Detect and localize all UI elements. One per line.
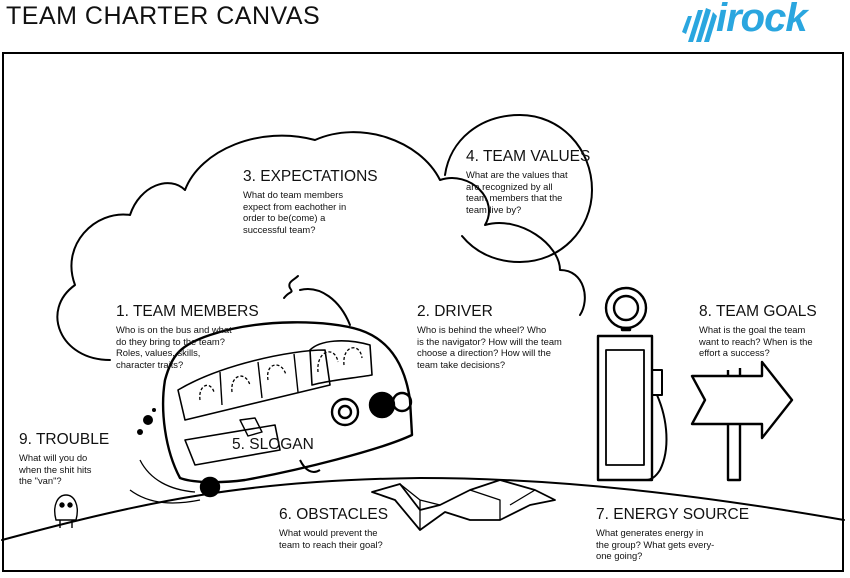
team-values-text: What are the values that are recognized …: [466, 169, 591, 215]
driver-heading: 2. DRIVER: [417, 303, 493, 320]
section-team-values: 4. TEAM VALUES What are the values that …: [466, 148, 591, 215]
section-energy-source: 7. ENERGY SOURCE What generates energy i…: [596, 506, 750, 562]
text-line: What is the goal the team: [699, 324, 806, 335]
text-line: are recognized by all: [466, 180, 553, 192]
section-trouble: 9. TROUBLE What will you do when the shi…: [19, 431, 119, 487]
brand-logo: irock: [680, 0, 846, 46]
team-members-text: Who is on the bus and what do they bring…: [116, 324, 266, 370]
team-goals-text: What is the goal the team want to reach?…: [699, 324, 839, 359]
text-line: character traits?: [116, 358, 184, 370]
section-team-members: 1. TEAM MEMBERS Who is on the bus and wh…: [116, 303, 266, 370]
team-goals-heading: 8. TEAM GOALS: [699, 303, 817, 320]
pothole-illustration: [371, 479, 556, 531]
team-values-heading: 4. TEAM VALUES: [466, 148, 591, 165]
text-line: What are the values that: [466, 169, 568, 180]
energy-source-text: What generates energy in the group? What…: [596, 527, 746, 562]
bus-illustration: [129, 321, 414, 504]
slogan-heading: 5. SLOGAN: [232, 436, 314, 453]
text-line: What generates energy in: [596, 527, 704, 538]
text-line: What do team members: [243, 189, 344, 200]
text-line: What would prevent the: [279, 527, 378, 538]
bus-antenna: [299, 288, 351, 326]
text-line: Who is behind the wheel? Who: [417, 324, 547, 335]
section-obstacles: 6. OBSTACLES What would prevent the team…: [279, 506, 419, 550]
text-line: team to reach their goal?: [279, 538, 383, 550]
text-line: effort a success?: [699, 347, 770, 359]
text-line: when the shit hits: [19, 463, 92, 475]
section-expectations: 3. EXPECTATIONS What do team members exp…: [243, 168, 383, 235]
expectations-text: What do team members expect from eachoth…: [243, 189, 383, 235]
gas-pump-illustration: [596, 286, 668, 482]
dog-icon: [54, 494, 78, 528]
smoke-puff-icon: [137, 408, 156, 435]
brand-wordmark: irock: [716, 0, 808, 40]
team-members-heading: 1. TEAM MEMBERS: [116, 303, 259, 320]
text-line: team take decisions?: [417, 358, 506, 370]
squiggle-icon: [283, 275, 299, 299]
trouble-text: What will you do when the shit hits the …: [19, 452, 119, 487]
expectations-cloud: [56, 131, 586, 361]
text-line: team members that the: [466, 192, 563, 204]
expectations-heading: 3. EXPECTATIONS: [243, 168, 378, 185]
trouble-heading: 9. TROUBLE: [19, 431, 110, 448]
text-line: the group? What gets every-: [596, 538, 715, 550]
section-team-goals: 8. TEAM GOALS What is the goal the team …: [699, 303, 839, 359]
text-line: Who is on the bus and what: [116, 324, 232, 335]
canvas-frame: [2, 52, 844, 572]
text-line: the "van"?: [19, 475, 62, 487]
text-line: want to reach? When is the: [699, 335, 813, 347]
text-line: Roles, values, skills,: [116, 347, 201, 359]
text-line: successful team?: [243, 223, 316, 235]
obstacles-text: What would prevent the team to reach the…: [279, 527, 419, 550]
text-line: What will you do: [19, 452, 88, 463]
text-line: expect from eachother in: [243, 200, 347, 212]
text-line: do they bring to the team?: [116, 335, 225, 347]
text-line: is the navigator? How will the team: [417, 335, 562, 347]
section-driver: 2. DRIVER Who is behind the wheel? Who i…: [417, 303, 592, 370]
text-line: team live by?: [466, 203, 522, 215]
goal-signpost-illustration: [690, 360, 794, 482]
brand-stripes-icon: [682, 8, 717, 42]
ground-line: [1, 477, 845, 541]
obstacles-heading: 6. OBSTACLES: [279, 506, 389, 523]
energy-source-heading: 7. ENERGY SOURCE: [596, 506, 750, 523]
page-title: TEAM CHARTER CANVAS: [6, 2, 321, 30]
team-values-circle: [444, 114, 593, 263]
text-line: order to be(come) a: [243, 212, 326, 224]
text-line: one going?: [596, 550, 643, 562]
text-line: choose a direction? How will the: [417, 347, 551, 359]
driver-text: Who is behind the wheel? Who is the navi…: [417, 324, 592, 370]
